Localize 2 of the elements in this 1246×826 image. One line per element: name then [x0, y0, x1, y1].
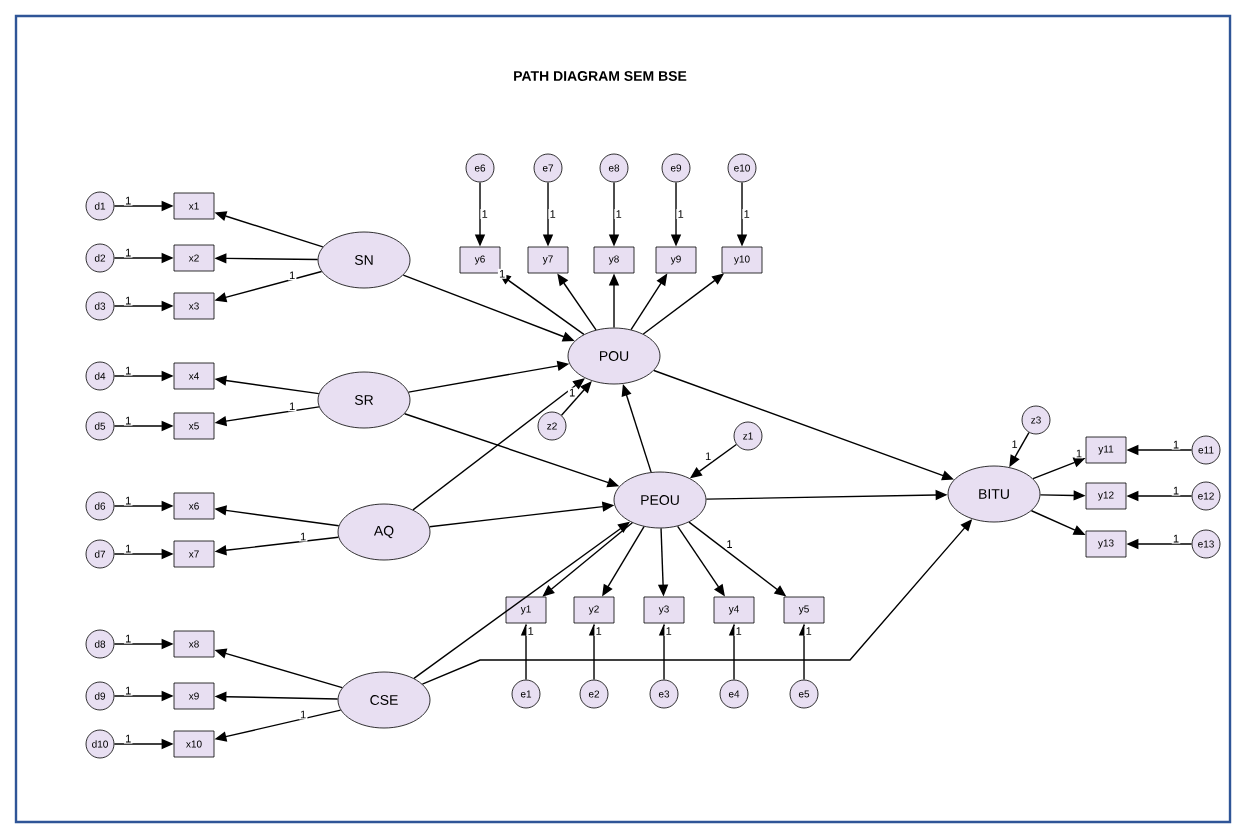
arrow: [560, 381, 592, 416]
arrow: [412, 378, 585, 511]
